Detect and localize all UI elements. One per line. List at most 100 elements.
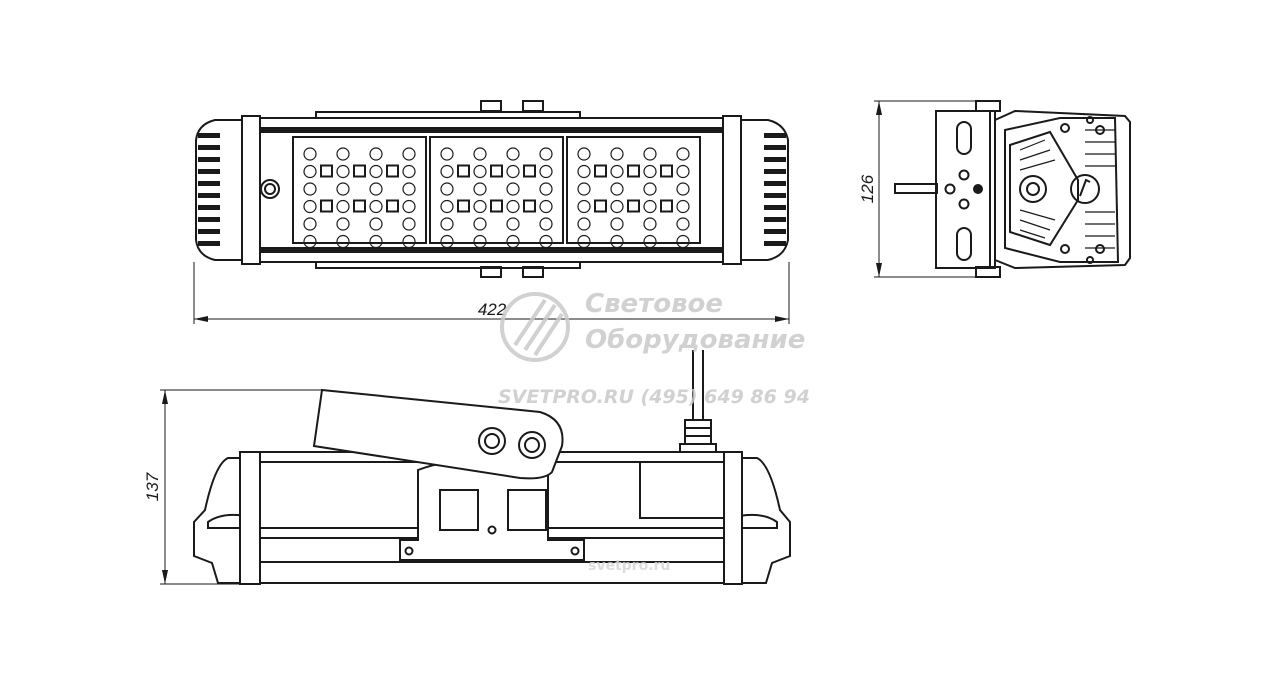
led-lens [336, 217, 350, 231]
led-lens [369, 199, 383, 214]
led-lens [577, 182, 591, 196]
dimension-length: 422 [193, 262, 790, 324]
watermark-line2: Оборудование [585, 325, 805, 355]
led-chip [490, 164, 503, 178]
led-chip [660, 199, 673, 213]
led-lens [539, 234, 553, 249]
led-chip [353, 199, 366, 213]
led-chip [523, 199, 536, 213]
led-lens [440, 164, 454, 179]
led-lens [440, 217, 454, 231]
dimension-length-label: 422 [478, 300, 507, 319]
led-lens [643, 147, 657, 161]
led-lens [402, 182, 416, 196]
led-lens [303, 164, 317, 179]
top-view [195, 100, 789, 278]
led-lens [506, 147, 520, 161]
watermark-logo-icon [500, 292, 570, 362]
led-lens [440, 199, 454, 214]
watermark-contact: SVETPRO.RU (495) 649 86 94 [498, 386, 810, 408]
led-chip [320, 164, 333, 178]
led-lens [506, 164, 520, 179]
led-lens [303, 217, 317, 231]
led-lens [473, 147, 487, 161]
led-lens [676, 217, 690, 231]
led-lens [643, 182, 657, 196]
led-lens [643, 164, 657, 179]
watermark-line1: Световое [585, 289, 723, 319]
led-lens [369, 234, 383, 249]
led-lens [539, 199, 553, 214]
dimension-end-height-label: 126 [858, 174, 877, 203]
led-lens [336, 147, 350, 161]
led-lens [303, 199, 317, 214]
led-lens [336, 164, 350, 179]
led-lens [440, 182, 454, 196]
led-lens [473, 234, 487, 249]
led-lens [676, 199, 690, 214]
led-lens [402, 147, 416, 161]
led-lens [506, 234, 520, 249]
led-chip [386, 199, 399, 213]
led-lens [643, 234, 657, 249]
led-chip [523, 164, 536, 178]
watermark-site: svetpro.ru [588, 558, 670, 574]
led-lens [577, 164, 591, 179]
led-lens [473, 182, 487, 196]
led-lens [336, 182, 350, 196]
led-lens [402, 234, 416, 249]
dimension-side-height-label: 137 [143, 472, 162, 501]
watermark: Световое Оборудование SVETPRO.RU (495) 6… [498, 289, 810, 574]
led-lens [539, 182, 553, 196]
led-lens [506, 182, 520, 196]
led-lens [610, 182, 624, 196]
led-lens [643, 199, 657, 214]
led-chip [594, 199, 607, 213]
led-lens [336, 199, 350, 214]
led-lens [676, 182, 690, 196]
led-chip [457, 199, 470, 213]
led-lens [369, 147, 383, 161]
led-lens [577, 147, 591, 161]
led-lens [369, 164, 383, 179]
led-lens [643, 217, 657, 231]
led-lens [577, 217, 591, 231]
led-chip [386, 164, 399, 178]
led-lens [303, 182, 317, 196]
led-lens [610, 147, 624, 161]
led-lens [473, 199, 487, 214]
led-lens [440, 234, 454, 249]
led-lens [610, 199, 624, 214]
led-lens [303, 234, 317, 249]
led-lens [369, 217, 383, 231]
led-lens [473, 217, 487, 231]
led-lens [676, 234, 690, 249]
led-lens [336, 234, 350, 249]
side-view: 137 [143, 350, 791, 585]
led-lens [369, 182, 383, 196]
led-chip [490, 199, 503, 213]
end-view: 126 [858, 100, 1131, 278]
led-lens [473, 164, 487, 179]
led-lens [577, 199, 591, 214]
led-chip [320, 199, 333, 213]
led-lens [577, 234, 591, 249]
led-lens [676, 147, 690, 161]
led-lens [506, 217, 520, 231]
led-chip [660, 164, 673, 178]
led-lens [402, 199, 416, 214]
led-chip [627, 164, 640, 178]
led-lens [610, 217, 624, 231]
led-lens [610, 234, 624, 249]
led-lens [402, 217, 416, 231]
led-chip [353, 164, 366, 178]
led-chip [457, 164, 470, 178]
led-lens [303, 147, 317, 161]
led-lens [539, 164, 553, 179]
led-lens [539, 147, 553, 161]
led-lens [539, 217, 553, 231]
led-chip [627, 199, 640, 213]
led-lens [402, 164, 416, 179]
led-lens [506, 199, 520, 214]
